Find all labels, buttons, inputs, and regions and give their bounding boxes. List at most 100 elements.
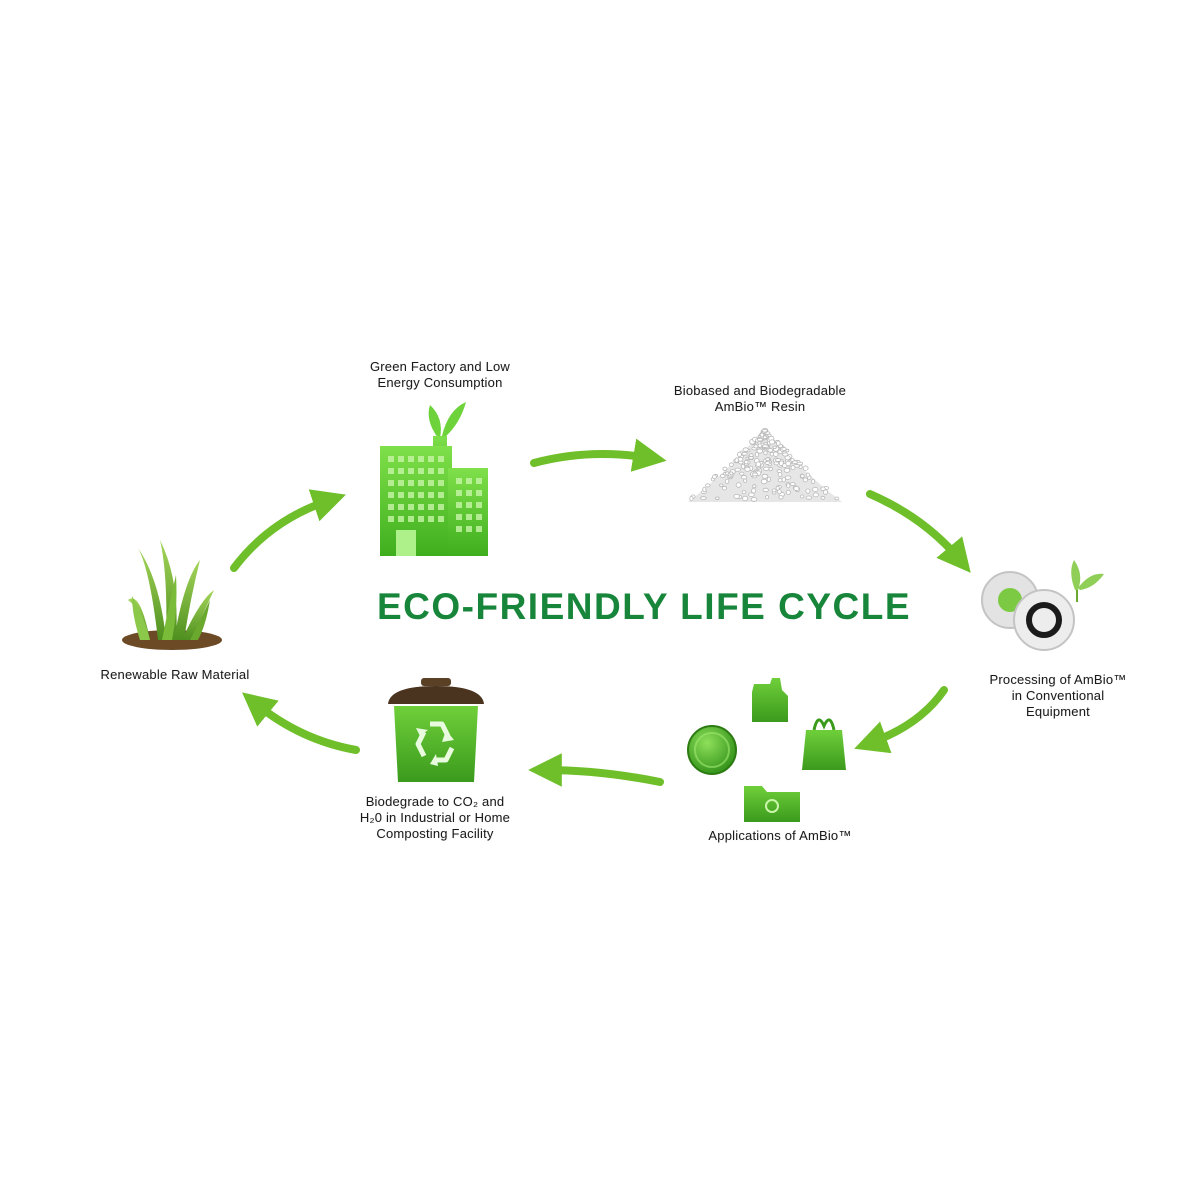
resin-pellet [759,432,765,438]
resin-pellet [777,471,783,478]
resin-pellet [774,458,782,462]
resin-pellet [751,488,757,494]
resin-pellet [756,448,764,454]
arrow-factory-to-resin [530,438,667,472]
resin-pellet [772,445,777,449]
resin-pellet [775,440,781,446]
resin-pellet [802,465,809,471]
resin-pellet [793,486,800,491]
label-raw: Renewable Raw Material [70,667,280,683]
resin-pellet [740,475,748,480]
factory-icon [380,402,488,556]
resin-pellet [761,473,769,479]
arrow-applications-to-biodegrade [528,753,664,787]
label-factory-line2: Energy Consumption [377,375,503,390]
arrow-resin-to-processing [866,490,971,573]
resin-pellet [765,495,770,500]
resin-pellet [742,447,749,452]
resin-pellet [742,495,749,502]
resin-pellet [792,460,798,465]
resin-pellet [748,456,754,460]
grass-icon [122,540,222,650]
resin-pellet [790,465,796,471]
resin-pellet [761,444,769,448]
resin-pellet [762,487,769,493]
resin-pellet [729,462,734,467]
resin-pellet [834,496,840,501]
resin-pellet [750,497,758,502]
diagram-title: ECO-FRIENDLY LIFE CYCLE [376,586,912,627]
resin-pellet [722,466,728,471]
resin-pellet [721,485,727,491]
label-factory: Green Factory and Low Energy Consumption [330,359,550,391]
label-resin-line1: Biobased and Biodegradable [673,383,847,398]
resin-pellet [744,466,751,472]
resin-pellet [734,467,741,472]
resin-pellet [781,447,787,451]
label-processing-line1: Processing of AmBio™ [989,672,1127,687]
resin-pellet [761,429,768,433]
resin-pellet [763,466,770,471]
resin-pellet [751,472,759,477]
label-resin: Biobased and Biodegradable AmBio™ Resin [640,383,880,415]
resin-pellet [757,443,763,448]
resin-pellet [805,488,811,494]
label-biodegrade: Biodegrade to CO₂ and H₂0 in Industrial … [320,794,550,842]
resin-pellet [743,478,748,483]
label-applications-line1: Applications of AmBio™ [708,828,852,843]
resin-pellet [799,494,805,499]
arrow-processing-to-applications [854,686,948,754]
resin-pellet [820,486,826,492]
resin-pellet [784,475,792,480]
resin-pellet [756,437,763,442]
label-processing: Processing of AmBio™ in Conventional Equ… [960,672,1156,720]
resin-pellet [752,484,757,489]
label-applications: Applications of AmBio™ [670,828,890,844]
resin-pellet [755,461,761,467]
resin-pellet [765,457,770,462]
resin-pellet [760,478,768,485]
resin-pellet [789,482,796,486]
resin-pellet [771,488,777,493]
flow-arrows [230,438,971,787]
resin-pellet [735,482,742,488]
resin-pellet [743,459,749,465]
resin-pellet [800,474,805,478]
resin-pellet [737,456,744,462]
resin-pellet [712,474,717,480]
label-processing-line2: in Conventional [1011,688,1105,703]
resin-pellet [720,473,726,478]
resin-pellet [772,451,779,457]
resin-pellet [805,472,811,478]
resin-pellet [767,448,774,453]
resin-pellet [766,476,772,482]
label-resin-line2: AmBio™ Resin [714,399,806,414]
resin-pellet [773,461,779,466]
resin-pellet [778,495,784,500]
resin-pellet [768,439,776,445]
resin-pellet [768,466,773,472]
resin-pellet [705,483,711,488]
resin-pellet [748,492,755,497]
resin-pellet [724,478,730,484]
resin-pellet [786,483,791,489]
resin-pellet [812,486,819,492]
resin-pellet [734,457,739,463]
resin-pellet [820,495,826,500]
arrow-biodegrade-to-raw [242,692,360,754]
resin-pellet [777,478,783,483]
resin-pellet [764,461,771,465]
recycle-bin-icon [388,678,484,782]
resin-pellet [689,496,694,501]
resin-pellet [763,450,768,456]
resin-pellet [741,451,748,456]
resin-pile-icon [688,427,842,502]
resin-pellet [737,451,742,458]
resin-pellet [782,452,789,457]
label-processing-line3: Equipment [1026,704,1090,719]
resin-pellet [785,489,791,495]
label-biodegrade-line1: Biodegrade to CO₂ and [365,794,505,809]
label-biodegrade-line3: Composting Facility [376,826,494,841]
